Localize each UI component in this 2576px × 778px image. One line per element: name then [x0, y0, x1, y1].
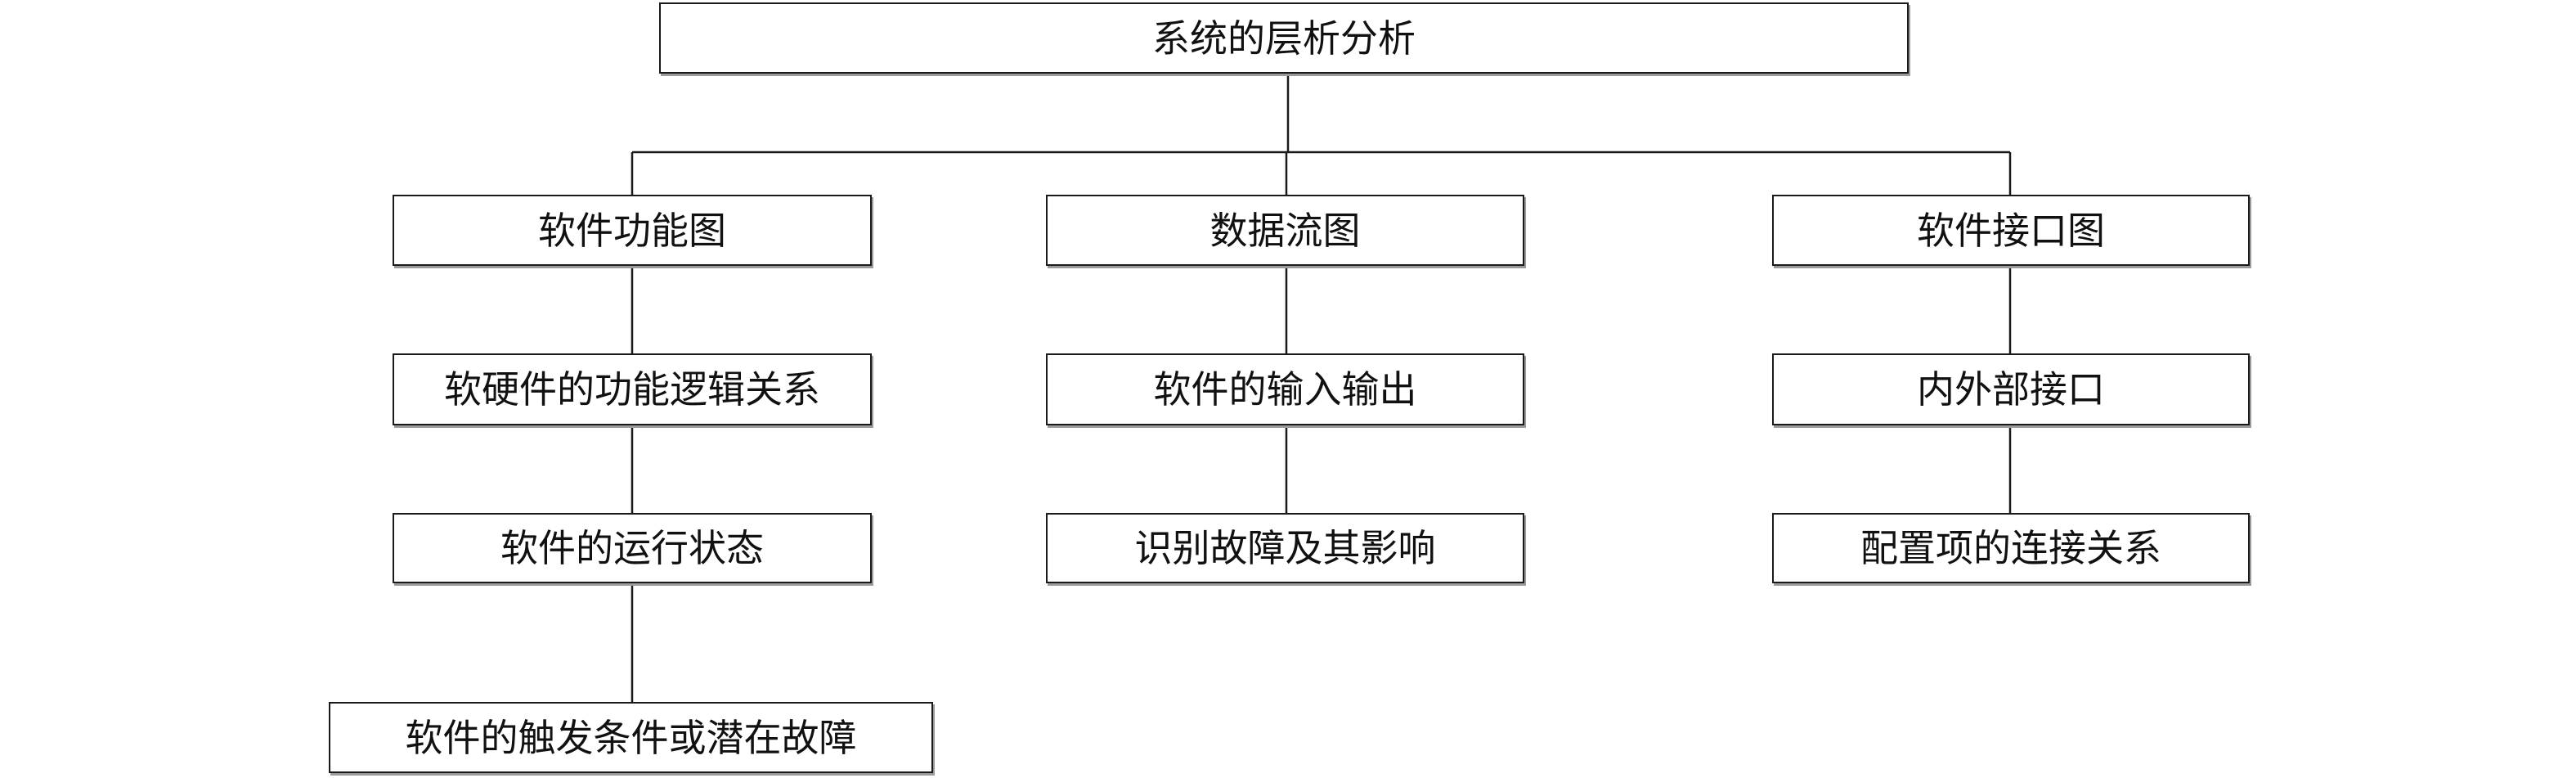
branch-1-item-3: 软件的触发条件或潜在故障: [329, 702, 933, 773]
branch-1-item-1: 软硬件的功能逻辑关系: [393, 353, 872, 425]
branch-2-title: 数据流图: [1046, 195, 1524, 266]
branch-1-item-2: 软件的运行状态: [393, 513, 872, 583]
branch-1-title: 软件功能图: [393, 195, 872, 266]
branch-3-item-2: 配置项的连接关系: [1772, 513, 2250, 583]
root-node: 系统的层析分析: [659, 2, 1909, 74]
branch-2-item-2: 识别故障及其影响: [1046, 513, 1524, 583]
branch-3-title: 软件接口图: [1772, 195, 2250, 266]
branch-3-item-1: 内外部接口: [1772, 353, 2250, 425]
branch-2-item-1: 软件的输入输出: [1046, 353, 1524, 425]
